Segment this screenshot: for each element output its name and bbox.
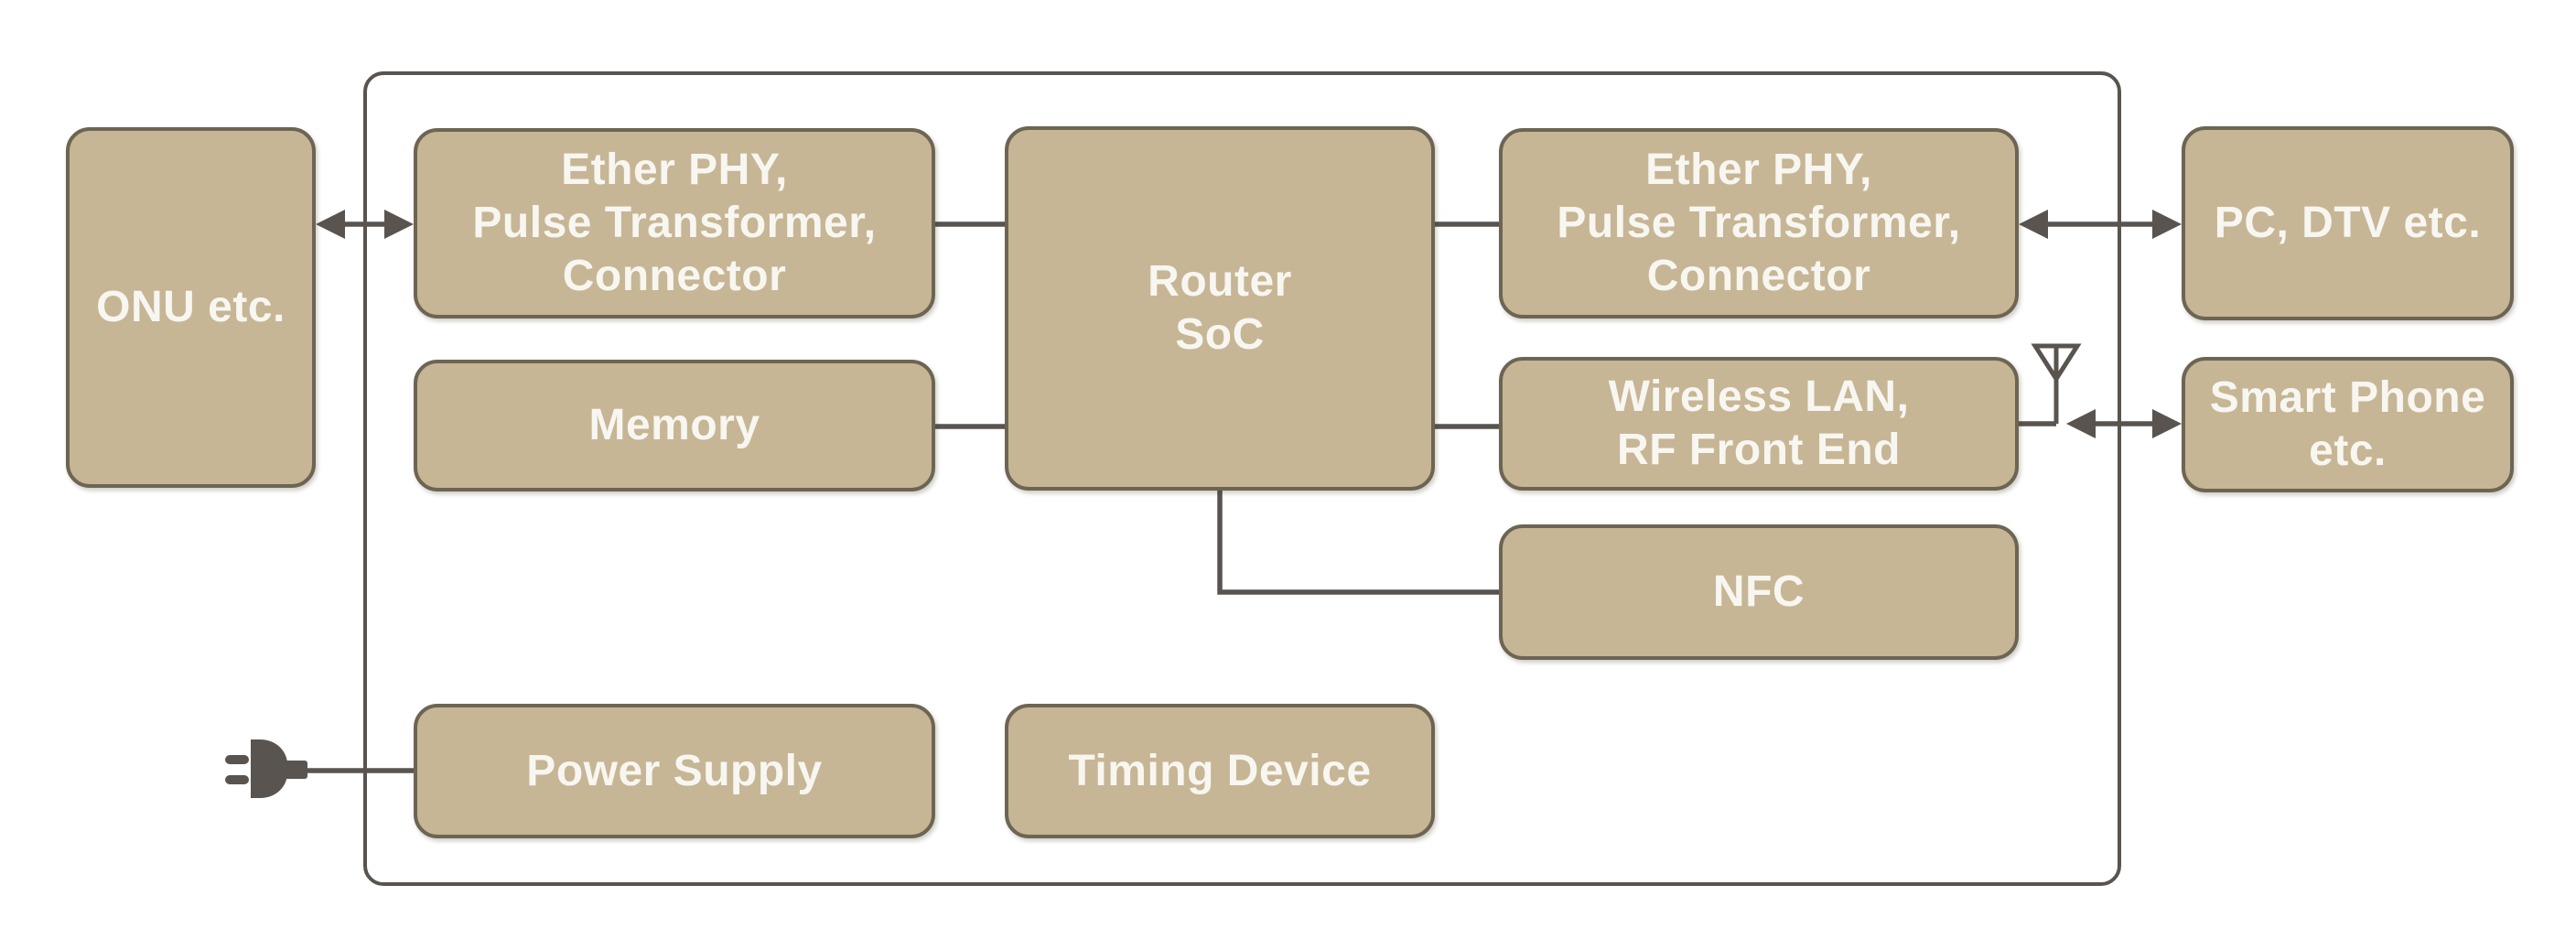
- antenna-icon: [2031, 343, 2082, 424]
- block-label: Router: [1148, 257, 1292, 306]
- power-plug-icon: [225, 739, 307, 798]
- block-label: Pulse Transformer,: [1557, 199, 1961, 247]
- block-router-soc: Router SoC: [1005, 126, 1435, 491]
- arrowhead-right-pc: [2152, 210, 2182, 239]
- block-pc-dtv: PC, DTV etc.: [2182, 126, 2514, 320]
- block-label: PC, DTV etc.: [2214, 199, 2482, 247]
- block-label: Ether PHY,: [561, 146, 788, 194]
- block-label: Memory: [588, 401, 760, 449]
- arrowhead-left-onu: [316, 210, 345, 239]
- block-label: Smart Phone: [2209, 373, 2486, 422]
- block-label: ONU etc.: [96, 283, 286, 331]
- block-label: RF Front End: [1617, 426, 1901, 474]
- block-label: Connector: [1646, 252, 1871, 300]
- block-wireless-lan: Wireless LAN, RF Front End: [1499, 357, 2019, 491]
- arrowhead-right-smartphone: [2152, 409, 2182, 438]
- connector-soc-nfc: [1217, 491, 1499, 595]
- block-smart-phone: Smart Phone etc.: [2182, 357, 2514, 492]
- block-memory: Memory: [414, 360, 935, 491]
- arrowhead-left-etherphy-right: [2019, 210, 2048, 239]
- block-label: Wireless LAN,: [1608, 372, 1910, 421]
- block-onu: ONU etc.: [66, 127, 316, 488]
- block-power-supply: Power Supply: [414, 704, 935, 838]
- block-timing-device: Timing Device: [1005, 704, 1435, 838]
- block-ether-phy-right: Ether PHY, Pulse Transformer, Connector: [1499, 128, 2019, 318]
- block-nfc: NFC: [1499, 524, 2019, 660]
- block-label: Pulse Transformer,: [472, 199, 877, 247]
- block-ether-phy-left: Ether PHY, Pulse Transformer, Connector: [414, 128, 935, 318]
- block-label: Ether PHY,: [1645, 146, 1872, 194]
- block-label: SoC: [1175, 310, 1265, 359]
- block-label: Connector: [562, 252, 787, 300]
- block-label: Power Supply: [526, 746, 823, 795]
- router-unit-boundary: [363, 71, 2121, 886]
- block-label: Timing Device: [1068, 746, 1372, 795]
- block-label: NFC: [1712, 567, 1805, 616]
- arrowhead-left-antenna: [2066, 409, 2096, 438]
- arrowhead-right-etherphy-left: [384, 210, 414, 239]
- block-label: etc.: [2309, 426, 2387, 475]
